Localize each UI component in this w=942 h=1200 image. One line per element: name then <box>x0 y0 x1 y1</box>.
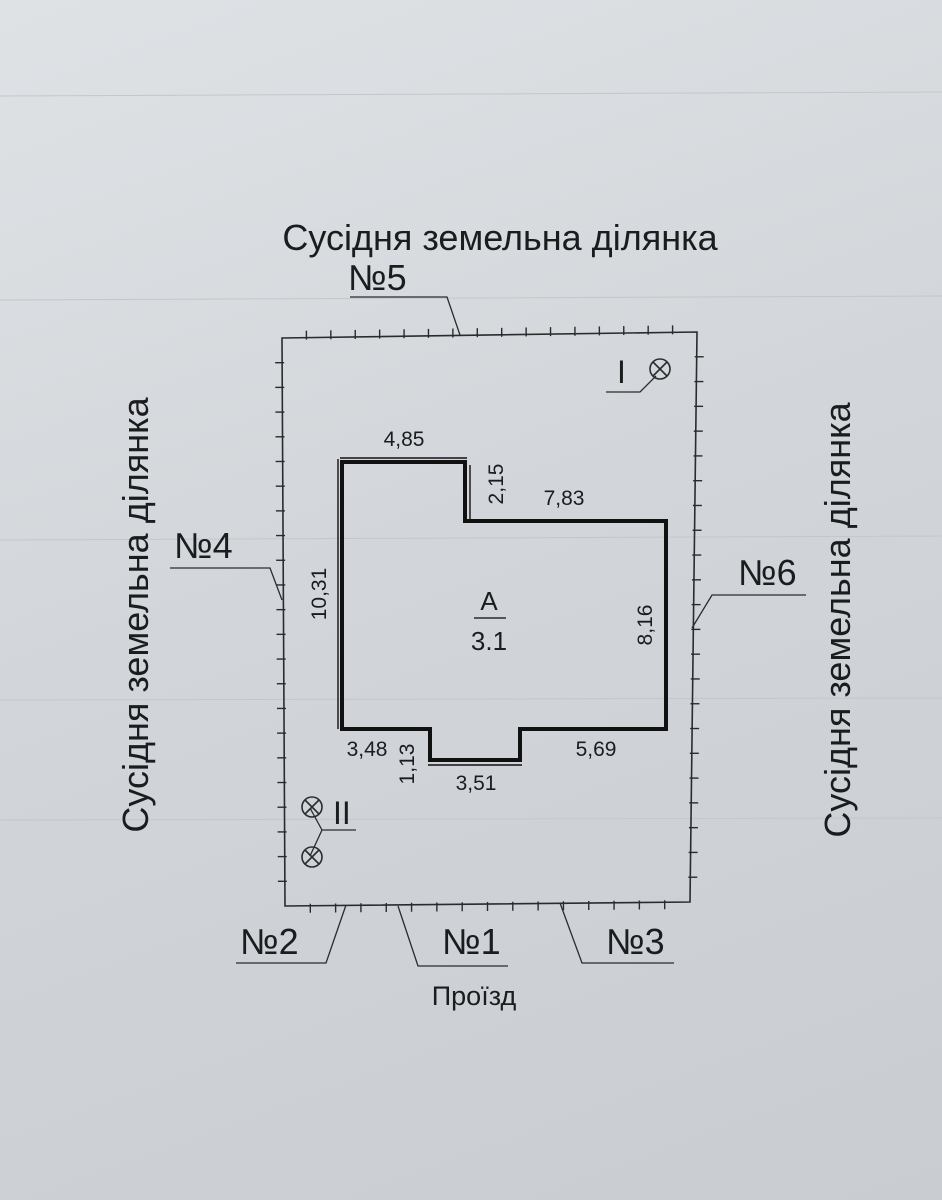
dimension-left-side: 10,31 <box>308 568 331 621</box>
building-letter: А <box>480 586 498 616</box>
dimension-bottom-left: 3,48 <box>347 738 388 761</box>
well-ii-label: II <box>333 795 351 831</box>
neighbour-top-label: Сусідня земельна ділянка <box>282 217 718 258</box>
leader-lines <box>170 296 806 967</box>
dimension-porch-width: 3,51 <box>456 772 497 795</box>
neighbour-no1-tag: №1 <box>442 921 501 962</box>
building-number: 3.1 <box>471 626 507 656</box>
dimension-bottom-right: 5,69 <box>576 738 617 761</box>
neighbour-no5-tag: №5 <box>348 257 407 298</box>
well-marker-i-icon <box>649 358 671 380</box>
dimension-top-left: 4,85 <box>384 428 425 451</box>
neighbour-no6-tag: №6 <box>738 552 797 593</box>
neighbour-no4-tag: №4 <box>174 525 233 566</box>
neighbour-no3-tag: №3 <box>606 921 665 962</box>
driveway-label: Проїзд <box>432 981 517 1011</box>
dimension-porch-depth: 1,13 <box>396 744 419 785</box>
dimension-right-side: 8,16 <box>634 605 657 646</box>
plot-boundary <box>281 331 698 907</box>
well-i-label: I <box>617 354 626 390</box>
building-outline <box>337 457 668 766</box>
paper-rules <box>0 91 942 821</box>
dimension-step-height: 2,15 <box>485 464 508 505</box>
dimension-top-right: 7,83 <box>544 487 585 510</box>
well-marker-ii-upper-icon <box>301 796 323 818</box>
boundary-ticks <box>275 325 704 913</box>
neighbour-no2-tag: №2 <box>240 921 299 962</box>
neighbour-left-label: Сусідня земельна ділянка <box>115 396 156 832</box>
neighbour-right-label: Сусідня земельна ділянка <box>817 401 858 837</box>
well-marker-ii-lower-icon <box>301 846 323 868</box>
